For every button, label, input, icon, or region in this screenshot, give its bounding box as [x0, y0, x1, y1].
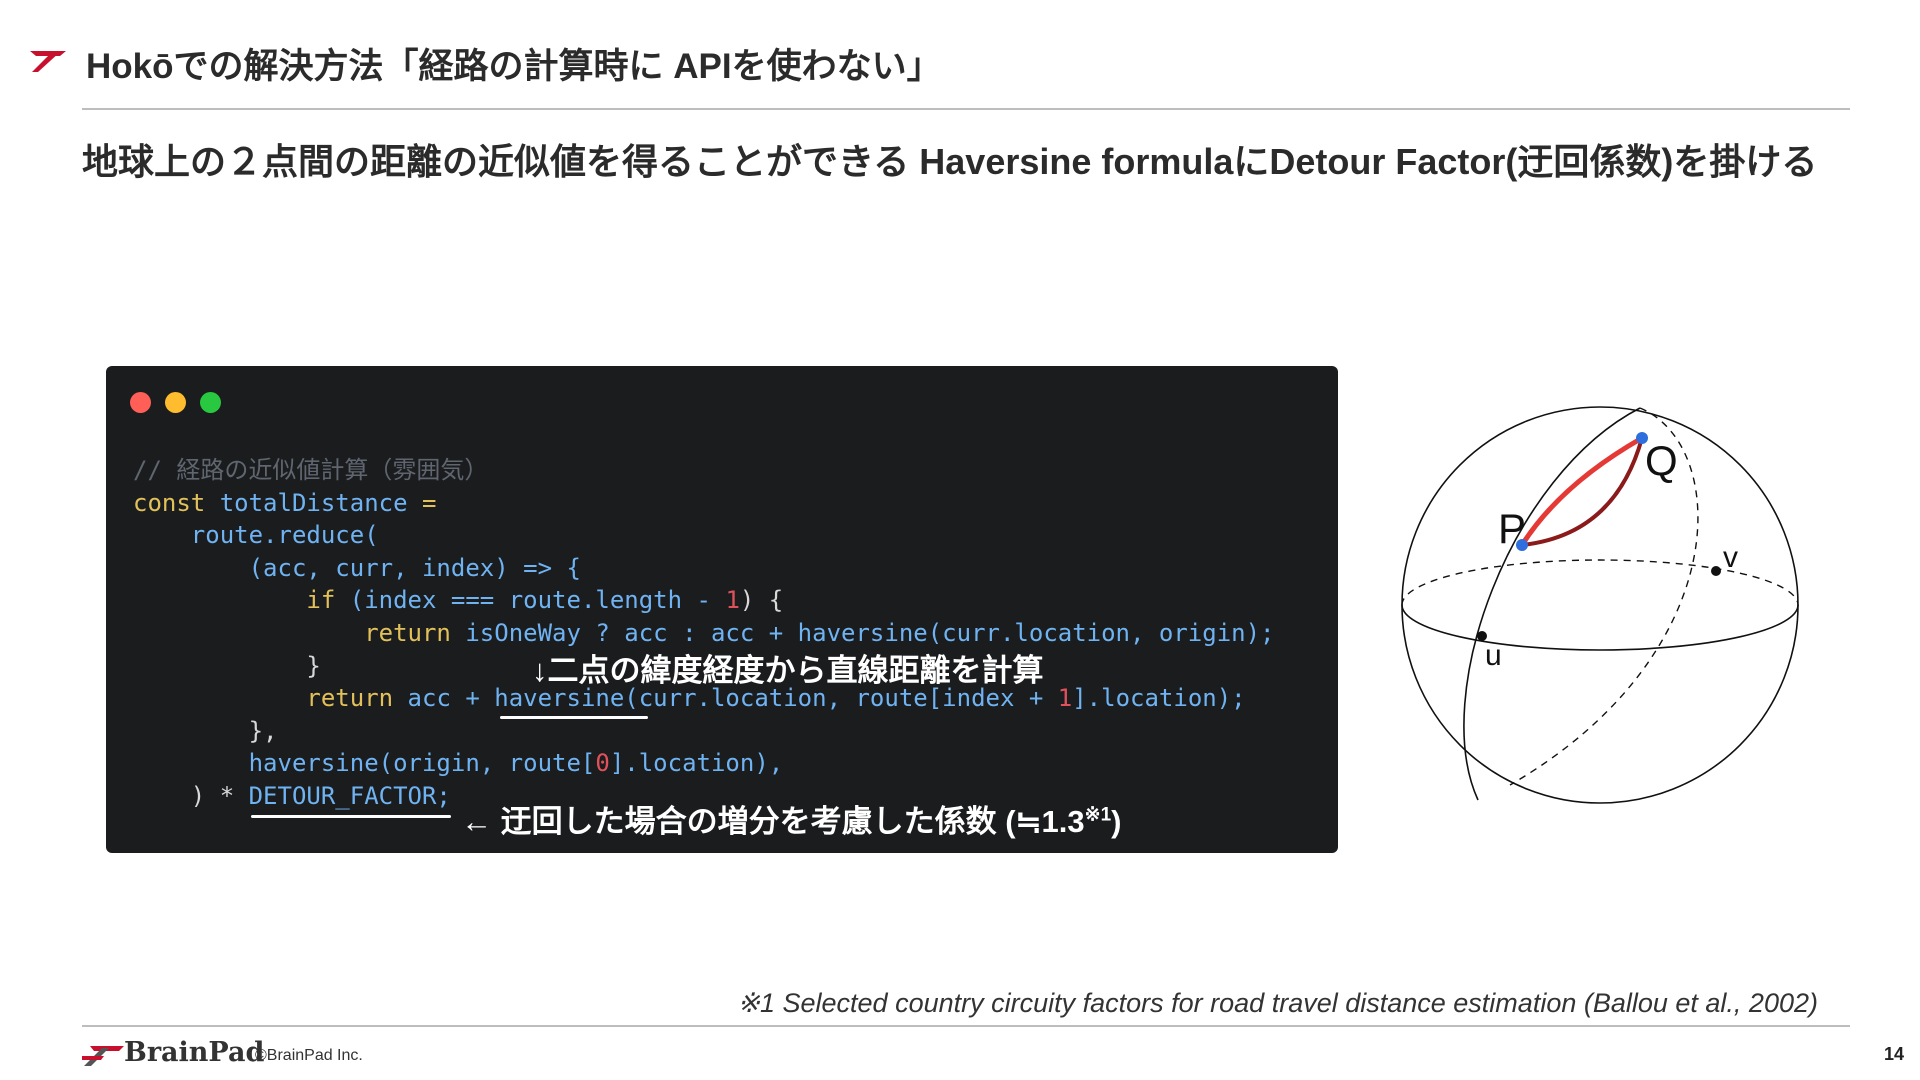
haversine-annotation: ↓二点の緯度経度から直線距離を計算	[532, 653, 1044, 688]
code-keyword: const	[133, 488, 206, 517]
equator-back	[1401, 559, 1799, 606]
code-keyword: return	[306, 684, 394, 713]
point-q	[1636, 432, 1648, 444]
footnote: ※1 Selected country circuity factors for…	[737, 988, 1818, 1018]
slide-title: Hokōでの解決方法「経路の計算時に APIを使わない」	[86, 47, 942, 86]
code-line-10-end: ].location),	[609, 749, 784, 778]
code-block: // 経路の近似値計算（雰囲気） const totalDistance = r…	[133, 454, 1275, 813]
copyright: ©BrainPad Inc.	[255, 1047, 363, 1064]
code-variable: totalDistance	[219, 488, 408, 517]
detour-annotation-close: )	[1111, 804, 1122, 839]
code-number: 1	[725, 586, 740, 615]
footer-divider	[82, 1025, 1850, 1027]
code-number: 0	[595, 749, 610, 778]
code-keyword: return	[364, 618, 451, 647]
slide-subtitle: 地球上の２点間の距離の近似値を得ることができる Haversine formul…	[82, 141, 1818, 182]
code-line-8: acc + haversine(curr.location, route[ind…	[407, 684, 1058, 713]
long-arc-pq	[1521, 437, 1644, 547]
point-u	[1477, 631, 1487, 641]
brand-logo-icon	[30, 51, 66, 72]
code-comment: // 経路の近似値計算（雰囲気）	[133, 456, 489, 484]
window-maximize-dot-icon	[200, 392, 221, 413]
code-line-11: ) *	[190, 781, 249, 810]
haversine-underline	[500, 716, 648, 719]
detour-annotation-text: ← 迂回した場合の増分を考慮した係数 (≒1.3	[461, 804, 1085, 839]
label-u: u	[1485, 639, 1502, 672]
sphere-diagram: P Q u v	[1401, 406, 1799, 804]
short-arc-pq	[1519, 435, 1644, 547]
meridian-front	[1463, 407, 1641, 801]
label-q: Q	[1645, 437, 1678, 484]
code-line-3: route.reduce(	[190, 521, 379, 550]
page-number: 14	[1883, 1044, 1904, 1064]
code-punct: ) {	[739, 586, 784, 615]
detour-annotation-sup: ※1	[1084, 804, 1112, 826]
point-p	[1516, 539, 1528, 551]
title-divider	[82, 108, 1850, 110]
code-operator: =	[422, 488, 437, 517]
brainpad-logo-icon	[82, 1046, 124, 1066]
equator-front	[1401, 604, 1799, 651]
code-window: // 経路の近似値計算（雰囲気） const totalDistance = r…	[106, 366, 1338, 853]
code-line-7: }	[306, 651, 321, 680]
code-constant: DETOUR_FACTOR;	[248, 781, 451, 810]
code-line-8-end: ].location);	[1072, 684, 1246, 713]
meridian-back	[1509, 407, 1699, 786]
code-line-4: (acc, curr, index) => {	[248, 553, 581, 582]
point-v	[1711, 566, 1721, 576]
brand-wordmark: BrainPad	[124, 1037, 265, 1068]
code-keyword: if	[306, 586, 336, 615]
code-line-9: },	[248, 716, 278, 745]
label-v: v	[1723, 541, 1738, 574]
code-line-5: (index === route.length -	[349, 586, 726, 615]
label-p: P	[1498, 505, 1526, 552]
code-line-6: isOneWay ? acc : acc + haversine(curr.lo…	[465, 618, 1275, 647]
detour-annotation: ← 迂回した場合の増分を考慮した係数 (≒1.3※1)	[461, 796, 1121, 841]
window-close-dot-icon	[130, 392, 151, 413]
code-number: 1	[1057, 684, 1073, 713]
code-line-10: haversine(origin, route[	[248, 749, 596, 778]
window-minimize-dot-icon	[165, 392, 186, 413]
detour-factor-underline	[251, 815, 451, 818]
